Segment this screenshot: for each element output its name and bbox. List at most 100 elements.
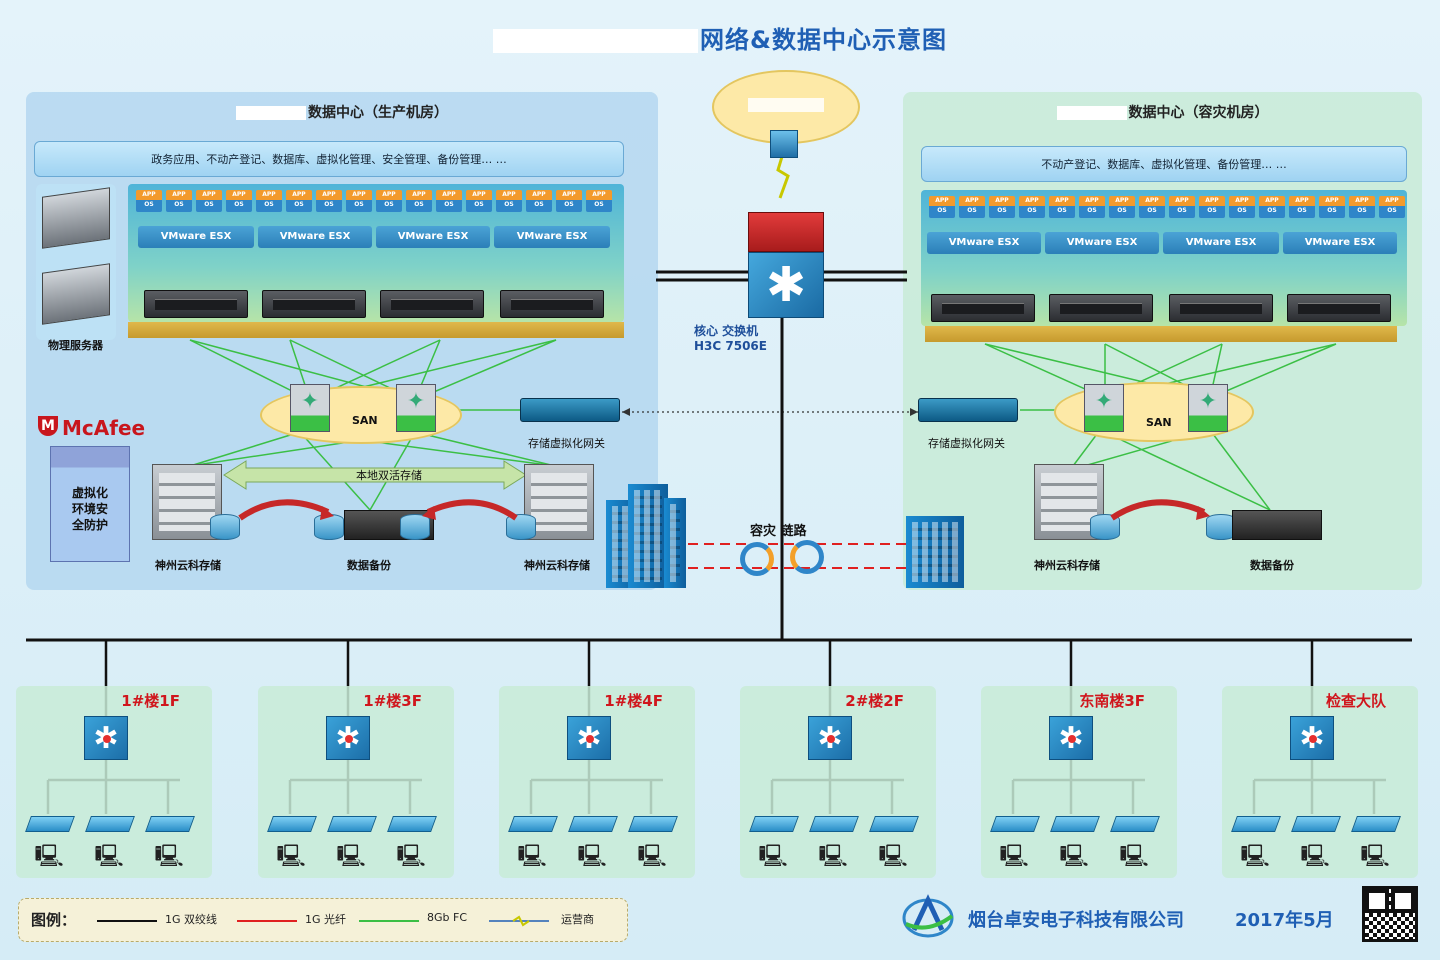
access-switch[interactable] [808,716,852,760]
edge-switch[interactable] [25,816,75,832]
access-switch[interactable] [1290,716,1334,760]
app-tile-bottom: OS [264,201,274,208]
edge-switch[interactable] [1110,816,1160,832]
san-switch[interactable] [1084,384,1124,432]
san-switch[interactable] [396,384,436,432]
app-tile-top: APP [472,191,486,198]
dr-services-bar: 不动产登记、数据库、虚拟化管理、备份管理… … [921,146,1407,182]
workstation-icon[interactable]: 🖳 [1360,844,1390,869]
workstation-icon[interactable]: 🖳 [336,844,366,869]
app-tile-top: APP [1145,197,1159,204]
app-tile-bottom: OS [1357,207,1367,214]
redacted-block [1056,106,1127,120]
app-tile-top: APP [412,191,426,198]
workstation-icon[interactable]: 🖳 [818,844,848,869]
app-tile-top: APP [1055,197,1069,204]
workstation-icon[interactable]: 🖳 [637,844,667,869]
app-tile-top: APP [292,191,306,198]
edge-switch[interactable] [85,816,135,832]
workstation-icon[interactable]: 🖳 [999,844,1029,869]
edge-switch[interactable] [1291,816,1341,832]
app-tile-top: APP [532,191,546,198]
edge-switch[interactable] [869,816,919,832]
app-tile-bottom: OS [1237,207,1247,214]
building-icon [906,516,964,588]
edge-switch[interactable] [628,816,678,832]
esx-host-2: VMware ESX [258,226,372,248]
dr-backup-label: 数据备份 [1250,559,1294,572]
rack-server [1049,294,1153,322]
core-switch[interactable] [748,212,824,318]
building-box: 检查大队🖳🖳🖳 [1222,686,1418,878]
production-storage-right-label: 神州云科存储 [524,559,590,572]
workstation-icon[interactable]: 🖳 [517,844,547,869]
san-switch[interactable] [290,384,330,432]
app-tile-top: APP [142,191,156,198]
workstation-icon[interactable]: 🖳 [577,844,607,869]
building-box: 1#楼1F🖳🖳🖳 [16,686,212,878]
dr-backup-device[interactable] [1232,510,1322,540]
access-switch[interactable] [326,716,370,760]
dr-title-text: 数据中心（容灾机房） [1128,105,1269,121]
edge-switch[interactable] [568,816,618,832]
workstation-icon[interactable]: 🖳 [154,844,184,869]
edge-switch[interactable] [145,816,195,832]
edge-switch[interactable] [1351,816,1401,832]
mcafee-text: McAfee [62,416,146,440]
workstation-icon[interactable]: 🖳 [758,844,788,869]
esx-host-4: VMware ESX [494,226,610,248]
edge-switch[interactable] [267,816,317,832]
san-switch[interactable] [1188,384,1228,432]
workstation-icon[interactable]: 🖳 [276,844,306,869]
access-switch[interactable] [84,716,128,760]
workstation-icon[interactable]: 🖳 [1300,844,1330,869]
edge-switch[interactable] [327,816,377,832]
workstation-icon[interactable]: 🖳 [396,844,426,869]
edge-switch[interactable] [387,816,437,832]
rack-server [931,294,1035,322]
production-storage-left[interactable] [152,464,222,540]
edge-switch[interactable] [990,816,1040,832]
access-switch[interactable] [567,716,611,760]
app-tile-bottom: OS [204,201,214,208]
qr-code-icon[interactable] [1362,886,1418,942]
workstation-icon[interactable]: 🖳 [34,844,64,869]
esx-host-4: VMware ESX [1283,232,1397,254]
workstation-icon[interactable]: 🖳 [1119,844,1149,869]
workstation-icon[interactable]: 🖳 [878,844,908,869]
access-switch[interactable] [1049,716,1093,760]
rack-server [380,290,484,318]
workstation-icon[interactable]: 🖳 [94,844,124,869]
dr-storage-gateway[interactable] [918,398,1018,422]
esx-host-2: VMware ESX [1045,232,1159,254]
production-title-text: 数据中心（生产机房） [308,105,448,121]
edge-switch[interactable] [508,816,558,832]
app-tile-bottom: OS [1297,207,1307,214]
physical-servers-label: 物理服务器 [48,339,103,352]
workstation-icon[interactable]: 🖳 [1240,844,1270,869]
edge-switch[interactable] [1050,816,1100,832]
dr-link-label: 容灾 链路 [750,524,807,539]
production-rack-base [128,322,624,338]
production-storage-gateway[interactable] [520,398,620,422]
edge-switch[interactable] [1231,816,1281,832]
building-label: 1#楼3F [363,692,422,710]
edge-switch[interactable] [749,816,799,832]
workstation-icon[interactable]: 🖳 [1059,844,1089,869]
edge-switch[interactable] [809,816,859,832]
app-tile-top: APP [1085,197,1099,204]
app-tile-top: APP [1265,197,1279,204]
